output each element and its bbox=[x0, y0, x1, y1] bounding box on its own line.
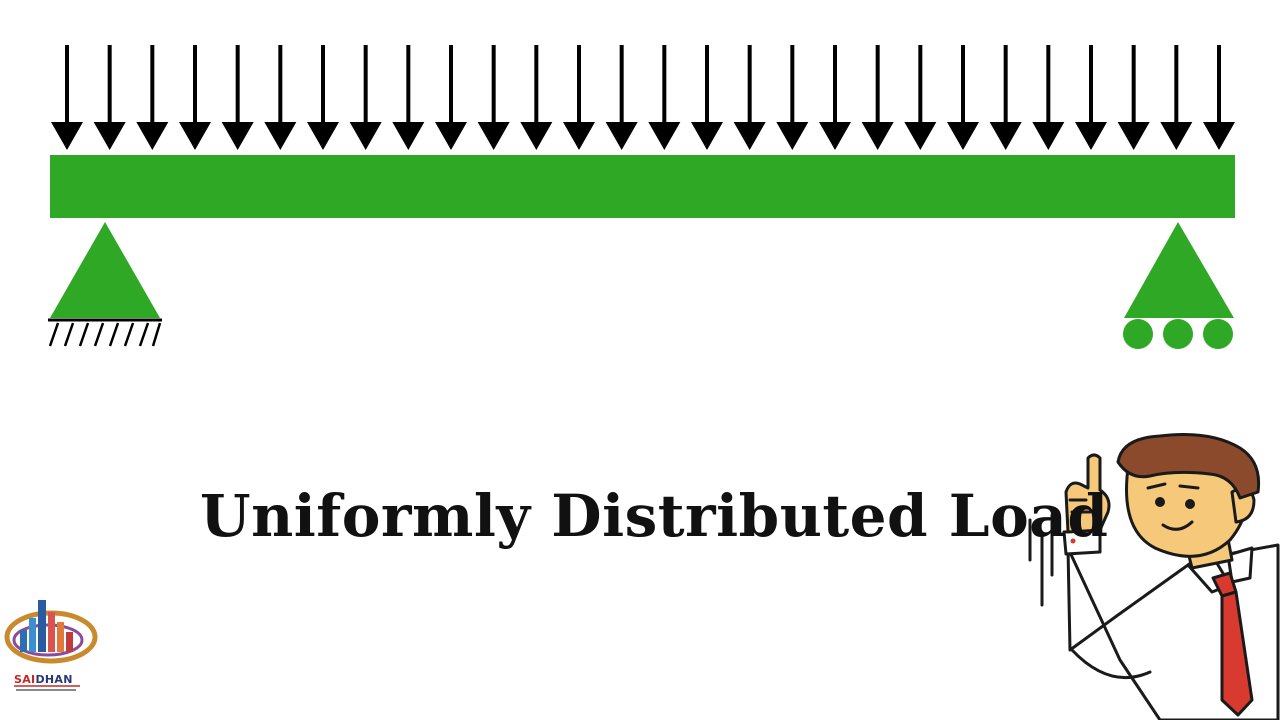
diagram-title: Uniformly Distributed Load bbox=[200, 482, 1109, 550]
pointing-man-illustration bbox=[1028, 433, 1280, 720]
load-arrow bbox=[477, 45, 510, 150]
load-arrow bbox=[1075, 45, 1107, 150]
load-arrow bbox=[93, 45, 126, 150]
load-arrow bbox=[733, 45, 766, 150]
load-arrow bbox=[989, 45, 1022, 150]
load-arrow bbox=[648, 45, 681, 150]
company-logo-label: SAIDHAN bbox=[14, 673, 73, 686]
load-arrow bbox=[1032, 45, 1065, 150]
load-arrow bbox=[221, 45, 254, 150]
load-arrow bbox=[349, 45, 382, 150]
load-arrow bbox=[435, 45, 467, 150]
load-arrow bbox=[819, 45, 851, 150]
load-arrow bbox=[605, 45, 638, 150]
load-arrow bbox=[136, 45, 169, 150]
pin-support-icon bbox=[48, 222, 162, 347]
load-arrow bbox=[861, 45, 894, 150]
load-arrow bbox=[904, 45, 937, 150]
load-arrow bbox=[1117, 45, 1150, 150]
load-arrow bbox=[563, 45, 595, 150]
roller-support-icon bbox=[1123, 222, 1234, 349]
load-arrow bbox=[51, 45, 83, 150]
company-logo-icon bbox=[4, 600, 98, 691]
udl-arrows bbox=[51, 45, 1235, 150]
load-arrow bbox=[1203, 45, 1235, 150]
load-arrow bbox=[691, 45, 723, 150]
logo-name-part1: SAI bbox=[14, 673, 36, 686]
load-arrow bbox=[520, 45, 553, 150]
load-arrow bbox=[947, 45, 979, 150]
load-arrow bbox=[264, 45, 297, 150]
beam bbox=[50, 155, 1235, 218]
load-arrow bbox=[392, 45, 425, 150]
load-arrow bbox=[776, 45, 809, 150]
load-arrow bbox=[307, 45, 339, 150]
load-arrow bbox=[1160, 45, 1193, 150]
logo-name-part2: DHAN bbox=[35, 673, 73, 686]
load-arrow bbox=[179, 45, 211, 150]
